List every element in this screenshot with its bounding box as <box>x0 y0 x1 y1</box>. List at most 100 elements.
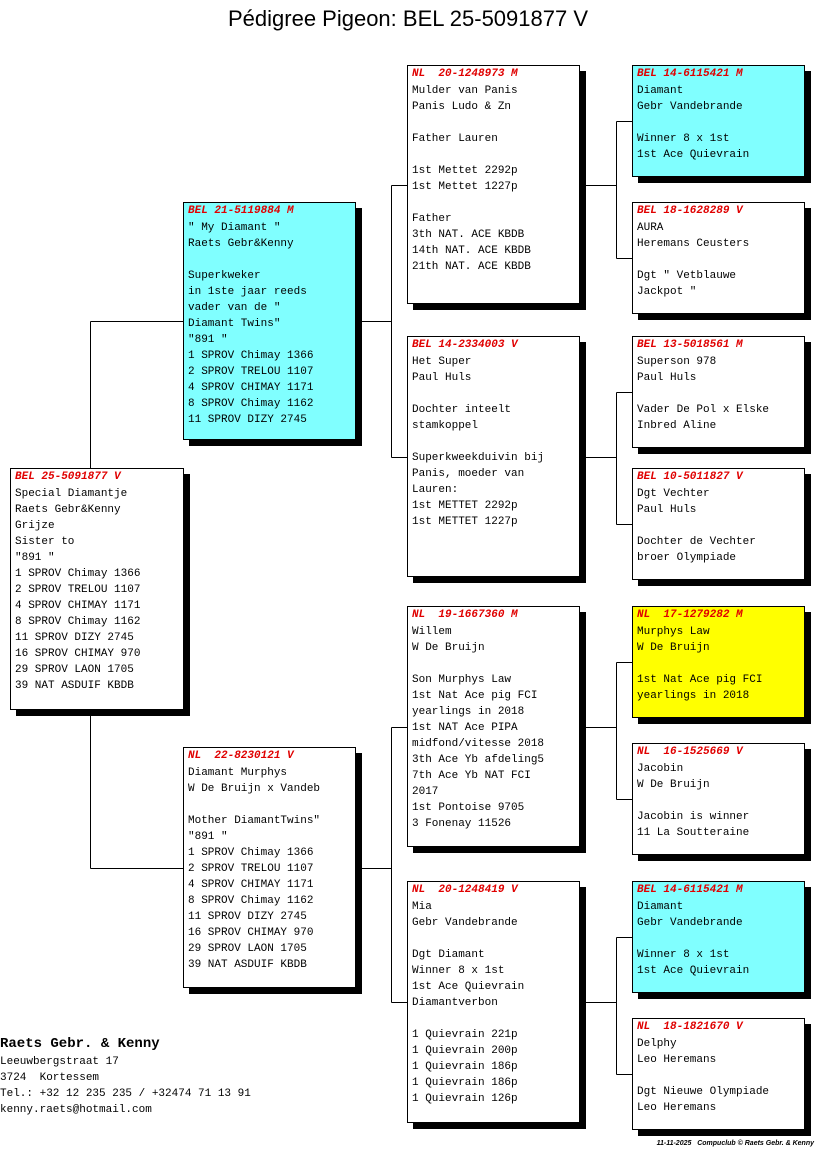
card-text-line: Murphys Law <box>637 626 710 638</box>
card-text-line <box>637 931 800 947</box>
card-text-line: Mulder van Panis <box>412 85 518 97</box>
card-text-line: 1 SPROV Chimay 1366 <box>188 847 314 859</box>
card-text-line: Leo Heremans <box>637 1102 717 1114</box>
card-text-line: Sister to <box>15 536 75 548</box>
card-text-line: W De Bruijn <box>637 642 710 654</box>
card-text-line: 1st Mettet 1227p <box>412 181 518 193</box>
card-text-line: W De Bruijn <box>412 642 485 654</box>
card-text-line: broer Olympiade <box>637 552 737 564</box>
ring-number: BEL 13-5018561 M <box>637 339 743 351</box>
card-text-line: Jackpot " <box>637 286 697 298</box>
card-text-line: Superkweker <box>188 270 261 282</box>
card-text-line: Panis, moeder van <box>412 468 525 480</box>
card-text-line <box>412 434 575 450</box>
card-text-line: Dgt Vechter <box>637 488 710 500</box>
card-text-line <box>412 115 575 131</box>
card-text-line: Raets Gebr&Kenny <box>188 238 294 250</box>
breeder-info: Raets Gebr. & Kenny Leeuwbergstraat 17 3… <box>0 1034 251 1118</box>
card-text-line: 3 Fonenay 11526 <box>412 818 512 830</box>
ring-number: BEL 14-2334003 V <box>412 339 518 351</box>
card-text-line: Diamant Twins" <box>188 318 281 330</box>
card-text-line: Mia <box>412 901 432 913</box>
card-text-line: midfond/vitesse 2018 <box>412 738 545 750</box>
card-text-line: "891 " <box>188 831 228 843</box>
card-text-line <box>412 386 575 402</box>
card-text-line <box>637 115 800 131</box>
ring-number: BEL 25-5091877 V <box>15 471 121 483</box>
card-text-line: Diamant <box>637 85 684 97</box>
page-title: Pédigree Pigeon: BEL 25-5091877 V <box>227 6 588 31</box>
breeder-name: Raets Gebr. & Kenny <box>0 1036 160 1052</box>
breeder-city: 3724 Kortessem <box>0 1072 100 1084</box>
card-text-line: 1st METTET 2292p <box>412 500 518 512</box>
card-text-line: yearlings in 2018 <box>637 690 750 702</box>
card-text-line: 4 SPROV CHIMAY 1171 <box>15 600 141 612</box>
ring-number: NL 22-8230121 V <box>188 750 294 762</box>
card-text-line: Vader De Pol x Elske <box>637 404 770 416</box>
card-text-line: Dgt " Vetblauwe <box>637 270 737 282</box>
card-text-line: 2 SPROV TRELOU 1107 <box>188 863 314 875</box>
card-text-line: 1st METTET 1227p <box>412 516 518 528</box>
breeder-email: kenny.raets@hotmail.com <box>0 1104 152 1116</box>
card-text-line: 39 NAT ASDUIF KBDB <box>188 959 307 971</box>
card-text-line: Paul Huls <box>637 504 697 516</box>
card-text-line: 11 SPROV DIZY 2745 <box>15 632 134 644</box>
ring-number: BEL 14-6115421 M <box>637 68 743 80</box>
card-text-line: 16 SPROV CHIMAY 970 <box>15 648 141 660</box>
card-text-line: yearlings in 2018 <box>412 706 525 718</box>
card-text-line: " My Diamant " <box>188 222 281 234</box>
card-text-line: 29 SPROV LAON 1705 <box>15 664 134 676</box>
card-text-line: Diamantverbon <box>412 997 498 1009</box>
card-text-line: 1st Ace Quievrain <box>637 149 750 161</box>
card-text-line: in 1ste jaar reeds <box>188 286 307 298</box>
card-text-line: Special Diamantje <box>15 488 128 500</box>
card-text-line <box>637 386 800 402</box>
card-text-line: Paul Huls <box>412 372 472 384</box>
card-text-line: 11 SPROV DIZY 2745 <box>188 414 307 426</box>
pedigree-card-father: BEL 21-5119884 M" My Diamant "Raets Gebr… <box>183 202 356 440</box>
card-text-line: Gebr Vandebrande <box>412 917 518 929</box>
card-text-line <box>412 147 575 163</box>
card-text-line: Father Lauren <box>412 133 498 145</box>
card-text-line: Paul Huls <box>637 372 697 384</box>
card-text-line: Grijze <box>15 520 55 532</box>
card-text-line: 8 SPROV Chimay 1162 <box>188 895 314 907</box>
card-text-line <box>412 195 575 211</box>
ring-number: NL 20-1248419 V <box>412 884 518 896</box>
card-text-line: 1 SPROV Chimay 1366 <box>188 350 314 362</box>
ring-number: BEL 18-1628289 V <box>637 205 743 217</box>
card-text-line: Heremans Ceusters <box>637 238 750 250</box>
card-text-line: Leo Heremans <box>637 1054 717 1066</box>
card-text-line: Dochter de Vechter <box>637 536 756 548</box>
card-text-line: Winner 8 x 1st <box>412 965 505 977</box>
card-text-line: 7th Ace Yb NAT FCI <box>412 770 531 782</box>
card-text-line: 1st NAT Ace PIPA <box>412 722 518 734</box>
card-text-line: 4 SPROV CHIMAY 1171 <box>188 879 314 891</box>
card-text-line: 1st Ace Quievrain <box>412 981 525 993</box>
card-text-line: 1 Quievrain 221p <box>412 1029 518 1041</box>
card-text-line: Superkweekduivin bij <box>412 452 545 464</box>
card-text-line: Winner 8 x 1st <box>637 949 730 961</box>
card-text-line: 2017 <box>412 786 439 798</box>
card-text-line: 8 SPROV Chimay 1162 <box>188 398 314 410</box>
ring-number: BEL 14-6115421 M <box>637 884 743 896</box>
card-text-line: 1 Quievrain 186p <box>412 1077 518 1089</box>
card-text-line: 4 SPROV CHIMAY 1171 <box>188 382 314 394</box>
card-text-line: vader van de " <box>188 302 281 314</box>
card-text-line <box>412 656 575 672</box>
card-text-line <box>412 931 575 947</box>
card-text-line: 11 La Soutteraine <box>637 827 750 839</box>
card-text-line: Diamant <box>637 901 684 913</box>
card-text-line: 1st Pontoise 9705 <box>412 802 525 814</box>
card-text-line: 16 SPROV CHIMAY 970 <box>188 927 314 939</box>
card-text-line: Diamant Murphys <box>188 767 288 779</box>
card-text-line: 14th NAT. ACE KBDB <box>412 245 531 257</box>
card-text-line <box>188 252 351 268</box>
